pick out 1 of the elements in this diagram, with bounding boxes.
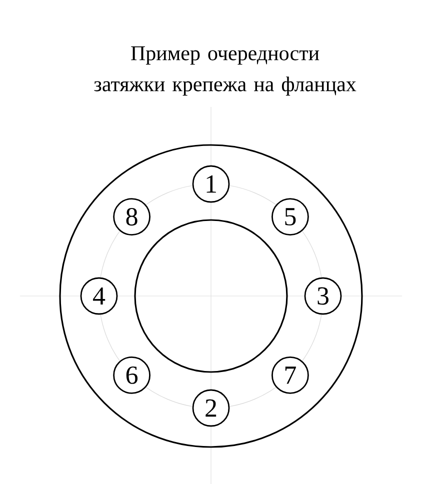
title: Пример очередности затяжки крепежа на фланцах bbox=[94, 46, 356, 96]
